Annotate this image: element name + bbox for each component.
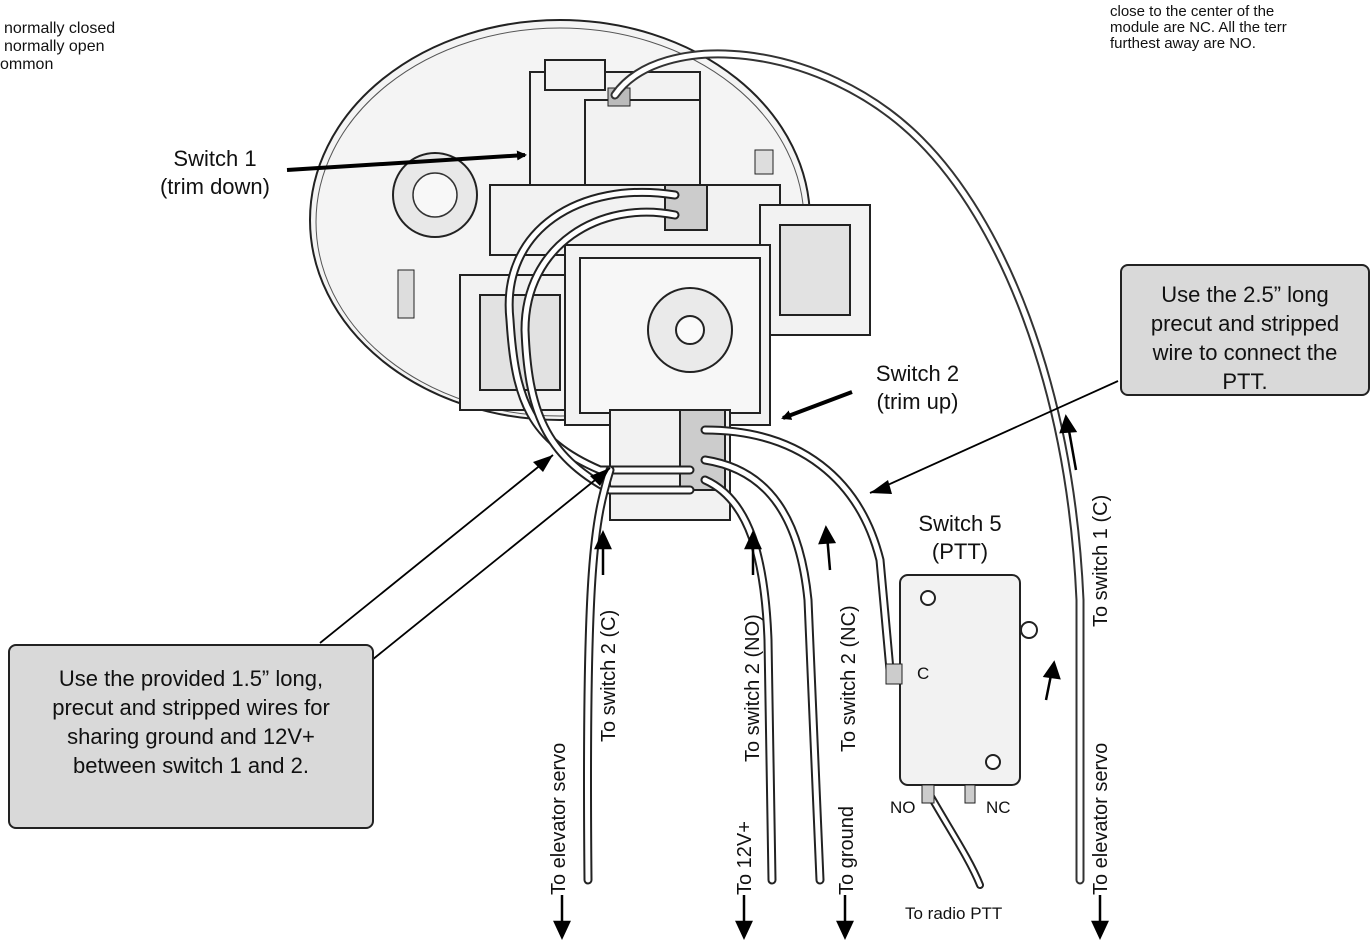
terminal-note: close to the center of the module are NC…: [1110, 4, 1287, 52]
terminal-nc-label: NC: [986, 798, 1011, 817]
wire-label-switch2-nc: To switch 2 (NC): [838, 605, 860, 752]
wire-label-switch1-c: To switch 1 (C): [1090, 494, 1112, 627]
legend-item-nc: normally closed: [4, 20, 116, 37]
switch2-name: Switch 2: [875, 361, 960, 386]
terminal-c-label: C: [917, 664, 930, 683]
switch5-microswitch: [885, 574, 1038, 804]
shared-wires-callout: Use the provided 1.5” long, precut and s…: [8, 644, 374, 829]
terminal-note-line-3: furthest away are NO.: [1110, 35, 1256, 52]
switch5-desc: (PTT): [931, 539, 989, 564]
radio-ptt-label: To radio PTT: [905, 904, 1003, 923]
wire-label-switch2-no: To switch 2 (NO): [742, 614, 764, 762]
terminal-note-line-2: module are NC. All the terr: [1110, 19, 1287, 36]
wire-label-switch2-c: To switch 2 (C): [598, 609, 620, 742]
pointer-arrows: [286, 150, 853, 420]
legend-item-no: normally open: [4, 38, 105, 55]
wire-label-elevator-right: To elevator servo: [1090, 742, 1112, 895]
wire-label-ground: To ground: [836, 806, 858, 895]
legend-item-common: ommon: [0, 56, 54, 73]
leader-arrowheads: [533, 455, 892, 494]
switch2-desc: (trim up): [876, 389, 959, 414]
switch2-label: Switch 2 (trim up): [855, 360, 980, 416]
wires: [504, 49, 1085, 889]
legend: normally closed normally open ommon: [0, 20, 116, 74]
switch1-desc: (trim down): [159, 174, 270, 199]
wire-label-elevator-left: To elevator servo: [548, 742, 570, 895]
wire-direction-arrows: [553, 414, 1109, 940]
terminal-no-label: NO: [890, 798, 916, 817]
shared-wires-callout-text: Use the provided 1.5” long, precut and s…: [52, 666, 330, 778]
switch5-label: Switch 5 (PTT): [905, 510, 1015, 566]
ptt-wire-callout: Use the 2.5” long precut and stripped wi…: [1120, 264, 1370, 396]
leader-lines: [319, 380, 1119, 661]
switch1-label: Switch 1 (trim down): [140, 145, 290, 201]
ptt-wire-callout-text: Use the 2.5” long precut and stripped wi…: [1150, 282, 1340, 394]
switch5-name: Switch 5: [918, 511, 1002, 536]
terminal-note-line-1: close to the center of the: [1110, 3, 1275, 20]
switch1-name: Switch 1: [173, 146, 257, 171]
wire-label-12v: To 12V+: [734, 821, 756, 895]
